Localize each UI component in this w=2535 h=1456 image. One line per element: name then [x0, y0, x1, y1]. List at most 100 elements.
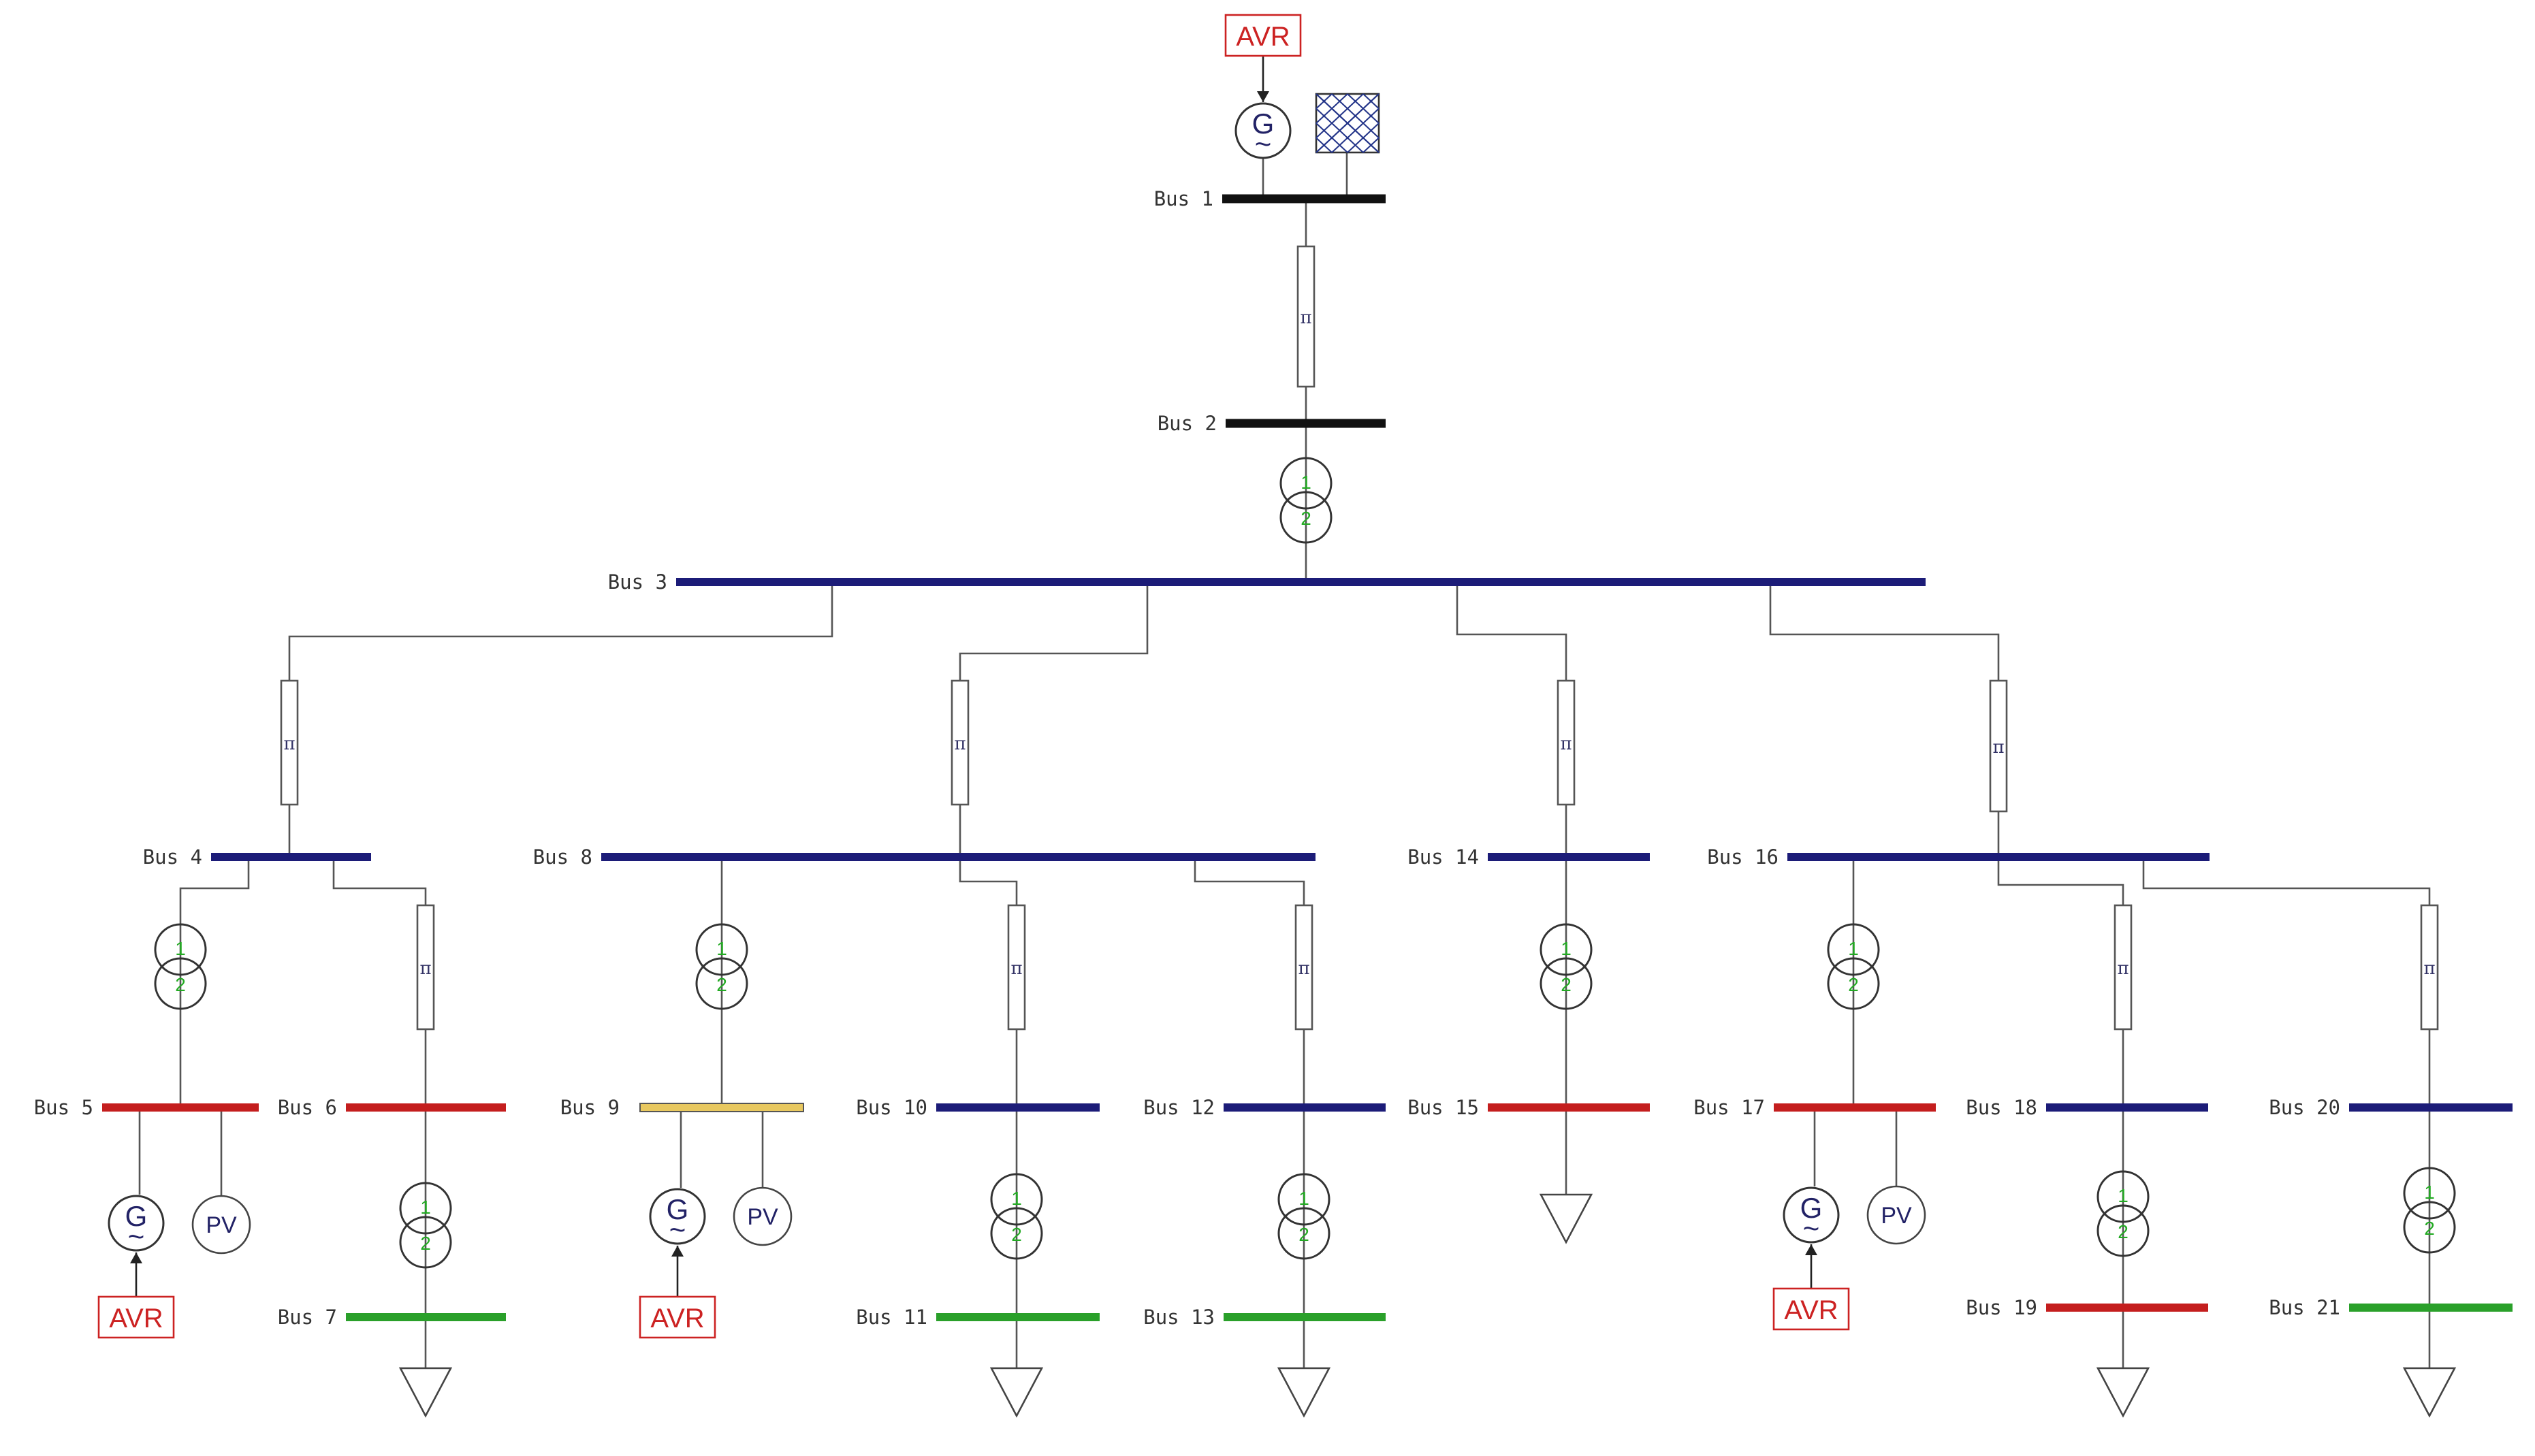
busbar-20[interactable] [2349, 1103, 2513, 1112]
generator-letter: G [125, 1200, 148, 1232]
load-bus7[interactable] [398, 1367, 453, 1418]
bus-label-10: Bus 10 [856, 1096, 927, 1119]
bus-label-16: Bus 16 [1707, 845, 1779, 869]
generator-bus1[interactable]: G~ [1234, 102, 1292, 160]
load-bus19[interactable] [2096, 1367, 2150, 1418]
busbar-4[interactable] [211, 853, 371, 861]
winding-2-label: 2 [420, 1233, 431, 1254]
load-icon [1539, 1193, 1593, 1244]
generator-bus17[interactable]: G~ [1783, 1186, 1840, 1244]
line-3-14[interactable]: π [1557, 679, 1576, 806]
bus-label-13: Bus 13 [1143, 1306, 1215, 1329]
pv-label: PV [747, 1204, 778, 1230]
transformer-6-7[interactable]: 12 [399, 1182, 452, 1269]
external-grid-icon[interactable] [1315, 93, 1380, 154]
busbar-3[interactable] [676, 578, 1926, 586]
bus-label-18: Bus 18 [1966, 1096, 2037, 1119]
transformer-icon [1277, 1173, 1330, 1226]
avr-bus9[interactable]: AVR [639, 1295, 716, 1339]
busbar-7[interactable] [346, 1313, 506, 1321]
avr-bus5[interactable]: AVR [97, 1295, 175, 1339]
winding-1-label: 1 [1298, 1188, 1309, 1209]
generator-icon [1234, 102, 1292, 159]
bus-label-3: Bus 3 [608, 570, 667, 594]
transformer-18-19[interactable]: 12 [2096, 1170, 2150, 1257]
load-bus11[interactable] [989, 1367, 1044, 1418]
busbar-10[interactable] [936, 1103, 1100, 1112]
transformer-icon [1279, 457, 1333, 510]
avr-label: AVR [109, 1304, 163, 1333]
transformer-8-9[interactable]: 12 [695, 923, 748, 1010]
load-icon [2096, 1367, 2150, 1418]
wire-bus3-bus14 [1456, 582, 1567, 857]
transformer-4-5[interactable]: 12 [154, 923, 207, 1010]
transformer-icon [154, 923, 207, 976]
avr-icon [1772, 1287, 1850, 1331]
busbar-15[interactable] [1488, 1103, 1650, 1112]
generator-letter: G [1800, 1192, 1823, 1224]
avr-label: AVR [1784, 1295, 1838, 1325]
busbar-13[interactable] [1224, 1313, 1386, 1321]
busbar-9[interactable] [639, 1103, 804, 1112]
line-3-8[interactable]: π [951, 679, 970, 806]
line-8-10[interactable]: π [1007, 904, 1026, 1031]
load-bus15[interactable] [1539, 1193, 1593, 1244]
transformer-icon [2096, 1170, 2150, 1223]
line-16-18[interactable]: π [2114, 904, 2133, 1031]
transformer-12-13[interactable]: 12 [1277, 1173, 1330, 1260]
line-4-6[interactable]: π [416, 904, 435, 1031]
wire-bus3-bus4 [288, 582, 833, 857]
avr-signal-arrow [671, 1246, 684, 1257]
line-16-20[interactable]: π [2420, 904, 2439, 1031]
busbar-11[interactable] [936, 1313, 1100, 1321]
avr-label: AVR [650, 1304, 704, 1333]
busbar-21[interactable] [2349, 1304, 2513, 1312]
transformer-2-3[interactable]: 12 [1279, 457, 1333, 544]
line-pi-icon: π [1560, 734, 1572, 754]
winding-2-label: 2 [1561, 974, 1572, 995]
avr-bus17[interactable]: AVR [1772, 1287, 1850, 1331]
bus-label-9: Bus 9 [560, 1096, 620, 1119]
winding-2-label: 2 [2118, 1221, 2129, 1242]
busbar-17[interactable] [1774, 1103, 1936, 1112]
busbar-19[interactable] [2046, 1304, 2208, 1312]
line-1-2[interactable]: π [1296, 245, 1316, 388]
line-8-12[interactable]: π [1294, 904, 1313, 1031]
transformer-14-15[interactable]: 12 [1540, 923, 1593, 1010]
transformer-10-11[interactable]: 12 [990, 1173, 1043, 1260]
line-3-16[interactable]: π [1989, 679, 2008, 813]
line-3-4[interactable]: π [280, 679, 299, 806]
generator-bus5[interactable]: G~ [108, 1195, 165, 1252]
wire-bus8-bus12 [1194, 857, 1305, 1107]
transformer-16-17[interactable]: 12 [1827, 923, 1880, 1010]
busbar-16[interactable] [1787, 853, 2210, 861]
winding-2-label: 2 [1011, 1224, 1022, 1245]
winding-1-label: 1 [1561, 938, 1572, 959]
load-icon [2402, 1367, 2457, 1418]
winding-2-label: 2 [1848, 974, 1859, 995]
busbar-12[interactable] [1224, 1103, 1386, 1112]
busbar-14[interactable] [1488, 853, 1650, 861]
bus-label-5: Bus 5 [34, 1096, 93, 1119]
line-pi-icon: π [283, 734, 295, 754]
pv-bus17[interactable]: PV [1866, 1185, 1926, 1245]
load-bus21[interactable] [2402, 1367, 2457, 1418]
busbar-1[interactable] [1222, 194, 1386, 204]
busbar-2[interactable] [1226, 419, 1386, 428]
winding-1-label: 1 [716, 938, 727, 959]
bus-label-12: Bus 12 [1143, 1096, 1215, 1119]
load-icon [1277, 1367, 1331, 1418]
bus-label-4: Bus 4 [143, 845, 202, 869]
generator-bus9[interactable]: G~ [649, 1188, 706, 1246]
busbar-5[interactable] [102, 1103, 259, 1112]
busbar-6[interactable] [346, 1103, 506, 1112]
avr-top[interactable]: AVR [1224, 14, 1302, 57]
pv-bus9[interactable]: PV [733, 1186, 793, 1246]
busbar-8[interactable] [601, 853, 1316, 861]
winding-1-label: 1 [1848, 938, 1859, 959]
load-bus13[interactable] [1277, 1367, 1331, 1418]
transformer-20-21[interactable]: 12 [2403, 1167, 2456, 1254]
busbar-18[interactable] [2046, 1103, 2208, 1112]
pv-bus5[interactable]: PV [191, 1195, 251, 1255]
